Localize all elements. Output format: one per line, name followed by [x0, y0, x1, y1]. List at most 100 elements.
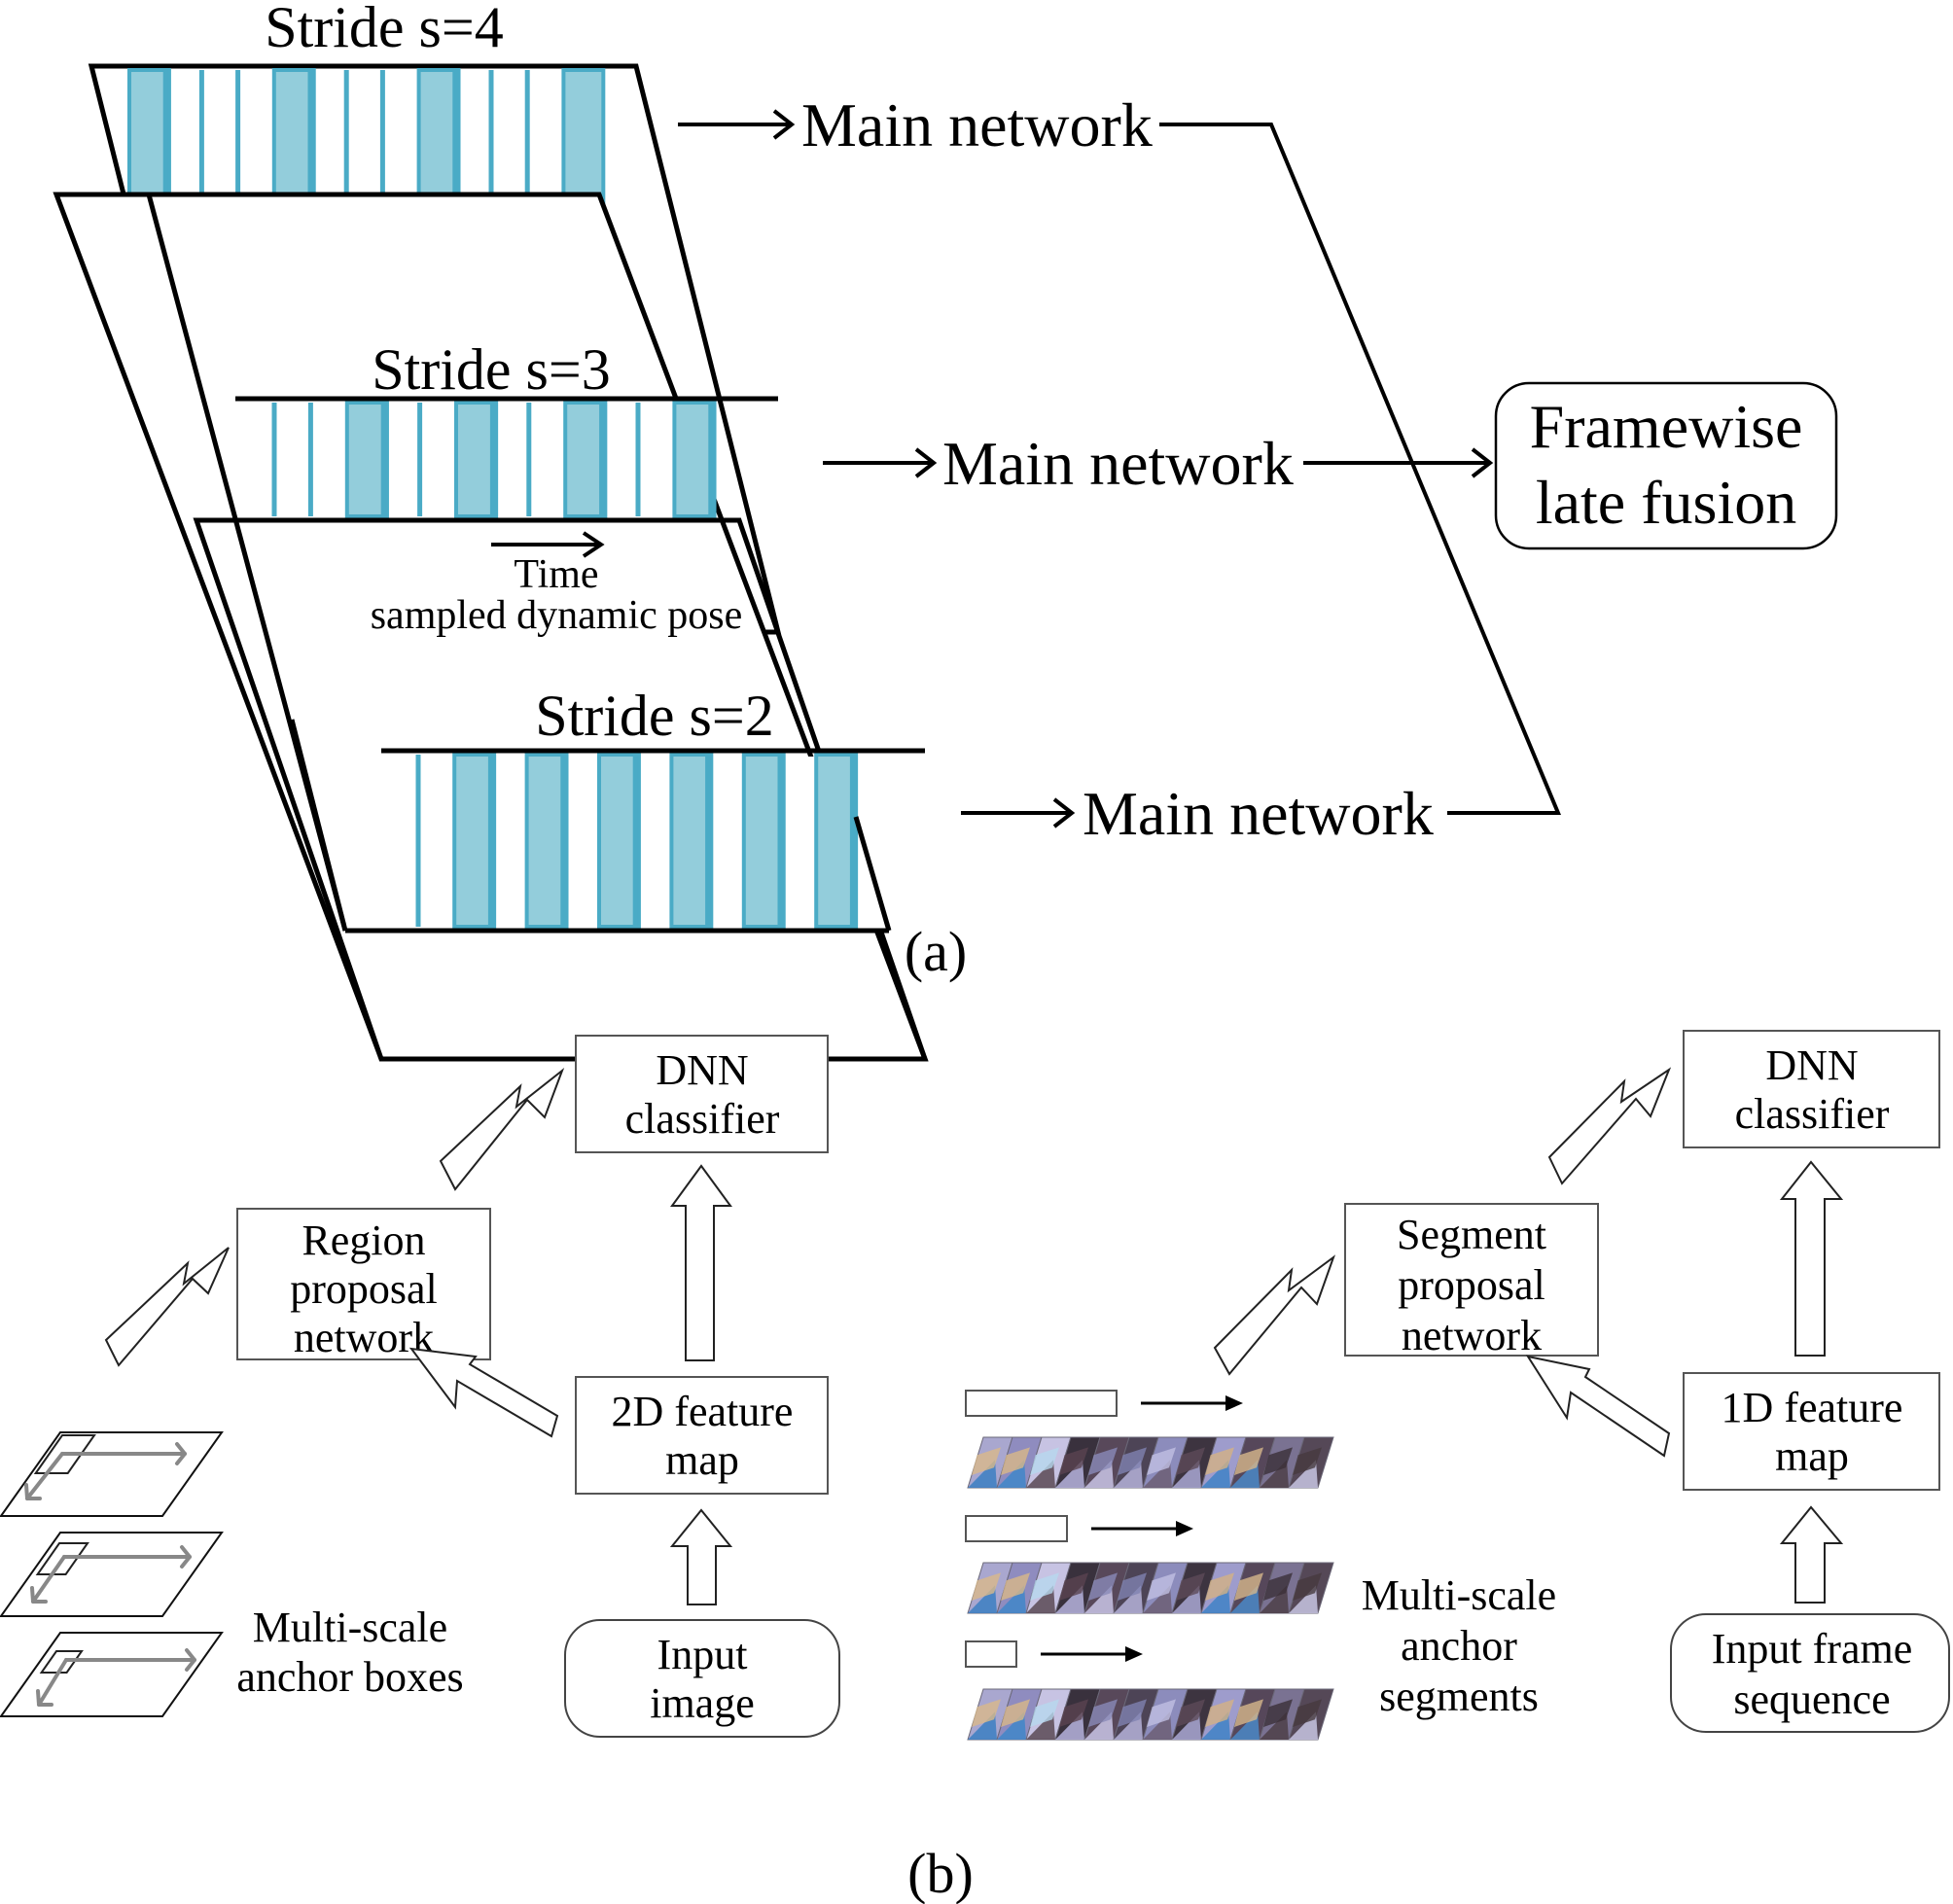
- arrowhead-icon: [185, 1648, 196, 1672]
- frame-detail: [1263, 1699, 1293, 1727]
- sampled-frame: [452, 753, 497, 929]
- input-image-line1: Input: [657, 1631, 748, 1678]
- frame-detail: [972, 1572, 1001, 1601]
- sliding-arrow-diagonal-icon: [37, 1658, 68, 1707]
- up-arrow-icon: [670, 1164, 732, 1361]
- sliding-arrow-diagonal-icon: [31, 1555, 66, 1604]
- segment-proposal-line2: proposal: [1398, 1261, 1545, 1309]
- diagonal-arrow-icon: [1547, 1067, 1672, 1185]
- dnn-classifier-line1: DNN: [656, 1046, 748, 1094]
- frame-detail: [1118, 1572, 1147, 1601]
- arrowhead-icon: [36, 1689, 53, 1707]
- frame-detail: [1088, 1699, 1118, 1727]
- sampled-frame: [814, 753, 859, 929]
- sampled-frame: [344, 401, 389, 518]
- frame-detail: [1118, 1447, 1147, 1475]
- dnn-classifier-line2: classifier: [625, 1095, 780, 1143]
- anchor-box: [33, 1434, 96, 1474]
- panel-b-caption: (b): [907, 1842, 974, 1904]
- 1d-feature-line2: map: [1775, 1432, 1849, 1480]
- frame-detail: [972, 1699, 1001, 1727]
- multi-scale-anchor-boxes-line1: Multi-scale: [253, 1604, 447, 1651]
- arrowhead-to-fusion-icon: [1471, 447, 1494, 478]
- stride-2-strip-right: [853, 816, 892, 932]
- frame-detail: [1059, 1699, 1088, 1727]
- up-arrow-icon: [1779, 1505, 1844, 1604]
- frame-detail: [1205, 1699, 1234, 1727]
- right-arrow-icon: [1141, 1395, 1243, 1411]
- frame-detail: [1059, 1572, 1088, 1601]
- anchor-box-planes: [0, 1431, 224, 1717]
- up-arrow-icon: [1779, 1160, 1844, 1357]
- frame-detail: [1205, 1447, 1234, 1475]
- stride-3-frames: [271, 401, 717, 518]
- frame-detail: [1030, 1699, 1059, 1727]
- dnn-classifier-line2: classifier: [1735, 1090, 1890, 1138]
- region-proposal-line1: Region: [302, 1216, 425, 1264]
- main-network-label: Main network: [942, 429, 1294, 498]
- frame-detail: [1293, 1699, 1322, 1727]
- fusion-label-line2: late fusion: [1536, 468, 1796, 537]
- fusion-label-line1: Framewise: [1530, 392, 1803, 461]
- arrowhead-icon: [24, 1483, 42, 1500]
- segment-proposal-line1: Segment: [1397, 1211, 1546, 1258]
- multi-scale-anchor-boxes-line2: anchor boxes: [236, 1653, 463, 1701]
- frame-detail: [1147, 1447, 1176, 1475]
- main-network-row-3: Main network: [961, 779, 1434, 848]
- stride-2-strip-left: [289, 719, 348, 932]
- panel-a-caption: (a): [905, 920, 967, 983]
- frame-detail: [1001, 1572, 1030, 1601]
- stride-3-label: Stride s=3: [372, 337, 611, 402]
- arrowhead-icon: [30, 1586, 48, 1604]
- region-proposal-network-box: [236, 1208, 491, 1360]
- arrowhead-icon: [175, 1442, 187, 1465]
- 2d-feature-map-box: [575, 1376, 829, 1495]
- dnn-classifier-line1: DNN: [1765, 1041, 1858, 1089]
- time-label: Time: [514, 552, 598, 597]
- frame-detail: [1001, 1699, 1030, 1727]
- frame-detail: [1263, 1572, 1293, 1601]
- input-frame-sequence-line2: sequence: [1733, 1675, 1890, 1723]
- sliding-arrow-diagonal-icon: [25, 1452, 64, 1500]
- panel-b-right: DNN classifier Segment proposal network …: [965, 1030, 1950, 1741]
- main-network-row-1: Main network: [678, 90, 1153, 159]
- frame-detail: [1176, 1699, 1205, 1727]
- sampled-frame: [741, 753, 786, 929]
- connector-row-1: [1159, 123, 1561, 815]
- multi-scale-anchor-segments-line2: anchor: [1401, 1622, 1517, 1670]
- stride-4-label: Stride s=4: [265, 0, 504, 59]
- frame-sequence-rows: [967, 1436, 1334, 1741]
- frame-detail: [1205, 1572, 1234, 1601]
- segment-proposal-network-box: [1344, 1203, 1599, 1357]
- 2d-feature-line2: map: [665, 1436, 739, 1484]
- time-arrow-icon: [491, 531, 605, 558]
- input-image-line2: image: [650, 1679, 755, 1727]
- feature-plane: [0, 1632, 224, 1717]
- frame-detail: [1088, 1572, 1118, 1601]
- right-arrow-icon: [1091, 1521, 1193, 1536]
- framewise-late-fusion-box: [1494, 381, 1838, 550]
- sampled-frame: [597, 753, 641, 929]
- frame-detail: [1234, 1572, 1263, 1601]
- sampled-frame: [669, 753, 714, 929]
- main-network-row-2: Main network: [823, 429, 1294, 498]
- frame-detail: [1001, 1447, 1030, 1475]
- panel-b-left: DNN classifier Region proposal network 2…: [0, 1035, 840, 1738]
- anchor-box: [35, 1542, 89, 1575]
- frame-detail: [1030, 1447, 1059, 1475]
- diagonal-arrow-icon: [439, 1068, 565, 1191]
- frame-detail: [1088, 1447, 1118, 1475]
- anchor-segment-small: [965, 1640, 1017, 1668]
- input-image-box: [564, 1619, 840, 1738]
- input-frame-sequence-line1: Input frame: [1712, 1625, 1912, 1673]
- diagonal-arrow-icon: [104, 1247, 230, 1367]
- up-arrow-icon: [669, 1508, 733, 1605]
- 2d-feature-line1: 2D feature: [612, 1388, 794, 1435]
- frame-detail: [1147, 1572, 1176, 1601]
- segment-proposal-line3: network: [1402, 1312, 1542, 1359]
- frame-detail: [1176, 1572, 1205, 1601]
- sampled-frame: [454, 401, 499, 518]
- frame-detail: [1293, 1572, 1322, 1601]
- frame-detail: [1263, 1447, 1293, 1475]
